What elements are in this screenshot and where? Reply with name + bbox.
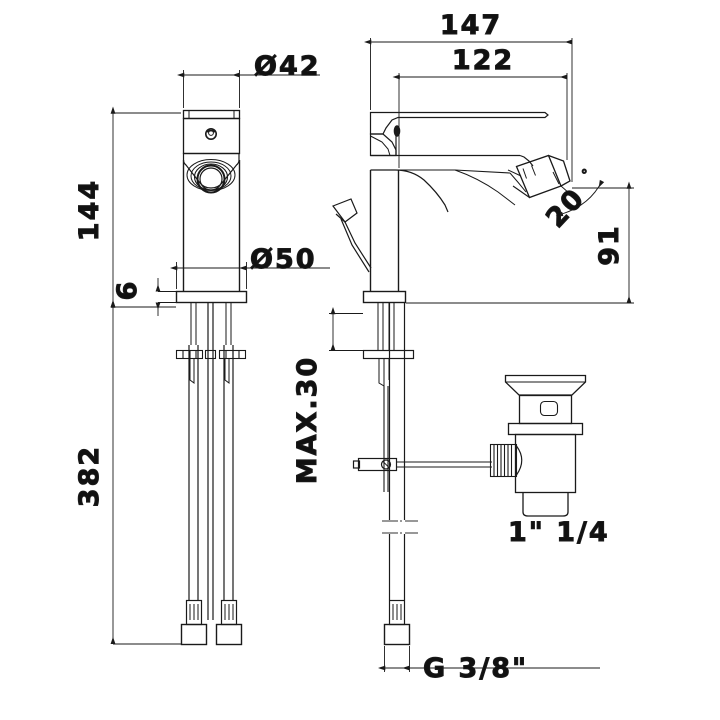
dimension-label-max30: MAX.30: [292, 356, 323, 484]
dimension-label-147: 147: [440, 10, 502, 41]
dimension-label-dia42: Ø42: [254, 51, 321, 82]
side-view-dimensions: [329, 38, 634, 672]
dimension-label-122: 122: [452, 45, 514, 76]
front-view-dimensions: [110, 70, 330, 645]
dimension-label-91: 91: [594, 224, 625, 266]
dimension-labels: Ø42 Ø50 144 6 382 147 122 91 20 ° MAX.30…: [74, 10, 626, 685]
side-view-geometry: [332, 111, 587, 646]
degree-symbol: °: [581, 168, 590, 183]
front-view-geometry: [175, 109, 248, 646]
dimension-label-382: 382: [74, 445, 105, 507]
dimension-label-6: 6: [112, 280, 143, 301]
dimension-label-waste-thread: 1" 1/4: [508, 517, 610, 548]
dimension-label-supply-thread: G 3/8": [423, 653, 528, 684]
dimension-label-144: 144: [74, 179, 105, 241]
popup-waste-assembly: [504, 374, 587, 517]
knurled-nut: [489, 443, 523, 478]
dimension-label-dia50: Ø50: [250, 244, 317, 275]
